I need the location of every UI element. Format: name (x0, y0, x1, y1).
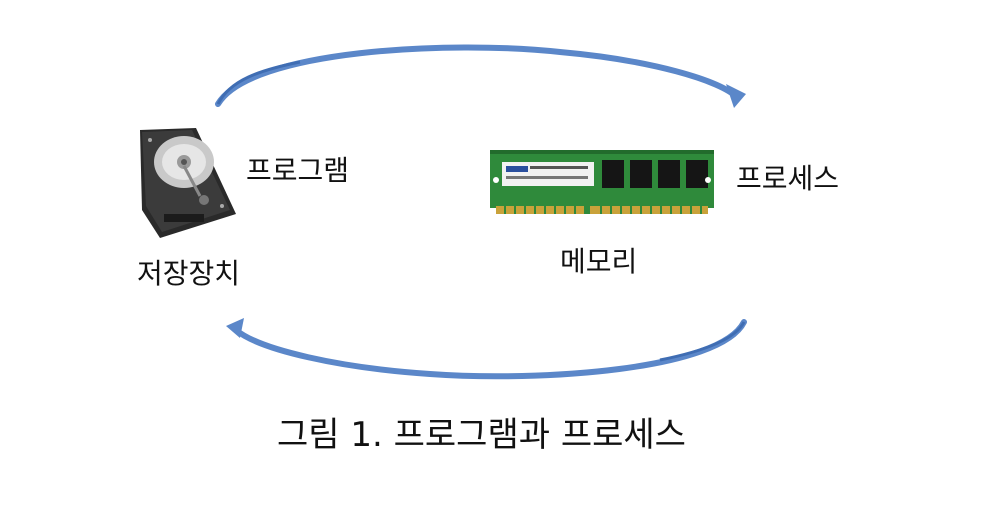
bottom-arrow (226, 318, 747, 380)
figure-caption: 그림 1. 프로그램과 프로세스 (277, 415, 686, 455)
process-label: 프로세스 (736, 162, 840, 195)
hard-disk-drive-icon (140, 128, 236, 238)
ram-module-icon (490, 150, 714, 214)
arrowhead-left-icon (226, 318, 244, 338)
arrowhead-right-icon (726, 84, 746, 108)
storage-label: 저장장치 (137, 257, 241, 290)
top-arrow (215, 44, 746, 108)
program-label: 프로그램 (246, 154, 350, 187)
memory-label: 메모리 (560, 245, 638, 278)
